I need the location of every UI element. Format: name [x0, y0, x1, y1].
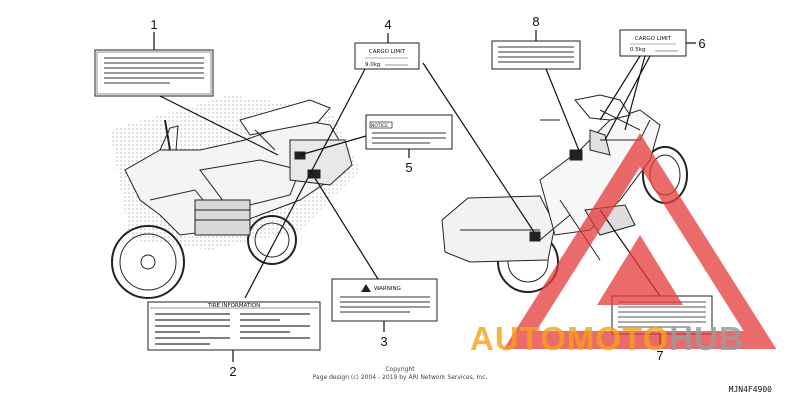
callout-1: 1 [150, 17, 157, 32]
watermark-text-secondary: HUB [669, 320, 744, 357]
copyright-line-2: Page design (c) 2004 - 2019 by ARI Netwo… [312, 374, 488, 381]
label-8-decal [491, 40, 581, 70]
callout-4: 4 [384, 17, 391, 32]
label-5-notice-decal [365, 114, 453, 150]
label-2-tire-information-decal [147, 301, 321, 351]
label-2-title: TIRE INFORMATION [207, 303, 261, 309]
label-6-cargo-limit-decal [619, 29, 687, 57]
callout-6: 6 [698, 36, 705, 51]
label-4-cargo-limit-decal [354, 42, 420, 70]
motorcycle-right-illustration [441, 94, 688, 293]
label-6-title: CARGO LIMIT [635, 36, 672, 42]
label-4-title: CARGO LIMIT [369, 49, 406, 55]
diagram-part-code: MJN4F4900 [728, 385, 772, 394]
callout-8: 8 [532, 14, 539, 29]
callout-5: 5 [405, 160, 412, 175]
label-3-title: WARNING [374, 286, 401, 292]
callout-7: 7 [656, 348, 663, 363]
label-6-value: 0.5kg [630, 47, 645, 53]
watermark-text-primary: AUTOMOTO [470, 320, 670, 357]
callout-3: 3 [380, 334, 387, 349]
label-5-title: NOTICE [371, 123, 388, 129]
callout-numbers: 1 2 3 4 5 6 7 8 [150, 14, 705, 379]
watermark-logo-text: AUTOMOTOHUB [470, 320, 744, 358]
copyright-line-1: Copyright [385, 366, 415, 373]
label-4-value: 9.0kg [365, 62, 380, 68]
motorcycle-left-illustration [110, 95, 360, 299]
callout-2: 2 [229, 364, 236, 379]
leader-lines [153, 30, 696, 362]
label-1-decal [94, 49, 214, 97]
watermark-logo-triangle [503, 133, 777, 349]
